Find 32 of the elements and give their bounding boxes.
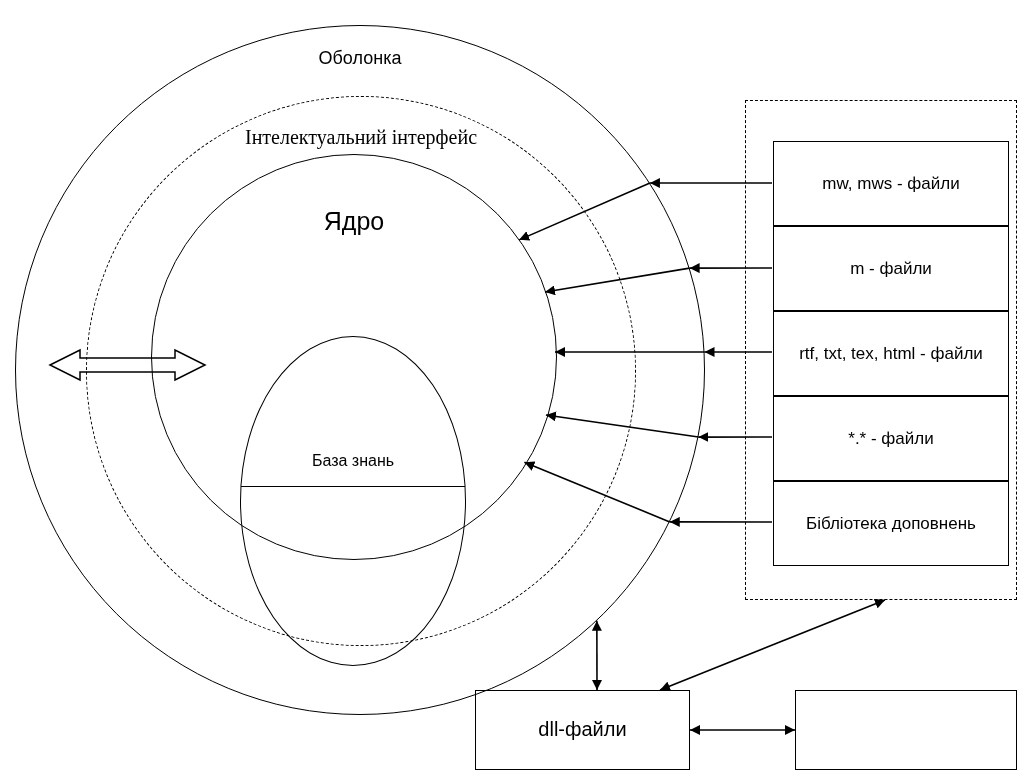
arrow xyxy=(697,432,773,443)
arrow xyxy=(688,263,773,274)
arrow xyxy=(554,347,706,357)
dashed-frame xyxy=(745,100,1017,600)
arrow xyxy=(518,182,651,241)
arrow xyxy=(668,516,773,527)
node-label: *.* - файли xyxy=(847,427,935,450)
arrow xyxy=(523,461,671,523)
node-label: dll-файли xyxy=(537,717,628,742)
file-type-box xyxy=(773,311,1009,396)
arrow xyxy=(659,599,886,691)
arrow xyxy=(544,267,691,296)
file-type-box xyxy=(773,226,1009,311)
node-label: База знань xyxy=(310,452,396,470)
node-label: Оболонка xyxy=(317,48,403,69)
node-label: Бібліотека доповнень xyxy=(805,512,977,535)
node-label: rtf, txt, tex, html - файли xyxy=(798,342,984,365)
node-label: mw, mws - файли xyxy=(821,172,961,195)
process-box xyxy=(475,690,690,770)
arrow xyxy=(545,411,700,438)
arrow xyxy=(649,178,773,189)
node-label: Ядро xyxy=(322,207,386,236)
arrow xyxy=(689,725,796,735)
file-type-box xyxy=(773,141,1009,226)
arrow xyxy=(703,347,773,357)
file-type-box xyxy=(773,481,1009,566)
node-label: Інтелектуальний інтерфейс xyxy=(243,126,479,149)
node-label: m - файли xyxy=(849,257,933,280)
process-box xyxy=(795,690,1017,770)
file-type-box xyxy=(773,396,1009,481)
knowledge-base-ellipse xyxy=(240,336,466,666)
arrow xyxy=(591,620,602,691)
